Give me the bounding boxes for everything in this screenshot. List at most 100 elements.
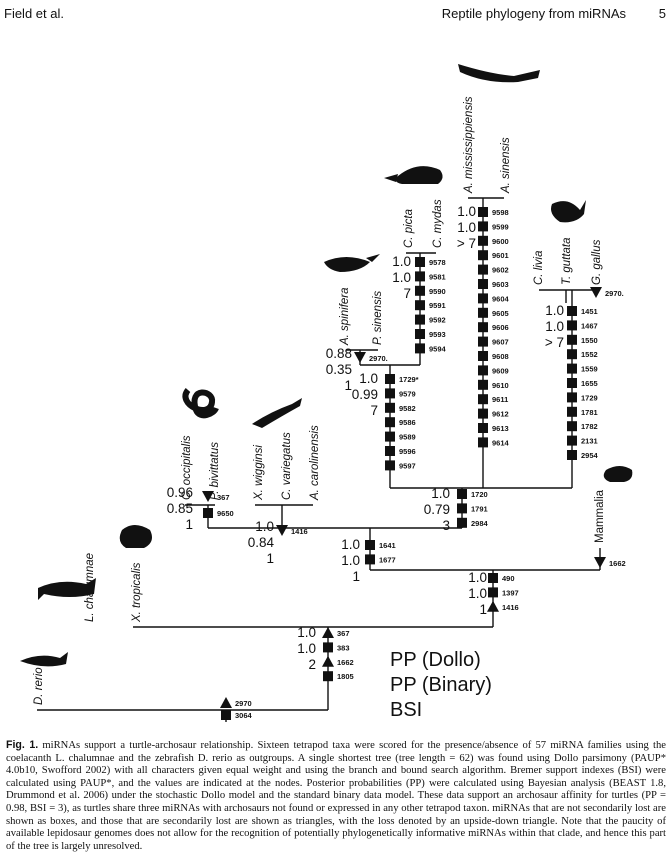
mirna-mark-cryptodira-2: 9590 — [415, 285, 446, 296]
mirna-mark-crocodylia-12: 9610 — [478, 379, 509, 390]
mirna-mark-cryptodira-4: 9592 — [415, 314, 446, 325]
mirna-id: 1397 — [502, 588, 519, 597]
mirna-box — [478, 250, 488, 261]
mirna-box — [385, 417, 395, 428]
mouse-silhouette — [603, 466, 633, 482]
support-aves-2: > 7 — [545, 335, 564, 350]
mirna-id: 9600 — [492, 237, 509, 246]
mirna-mark-crocodylia-16: 9614 — [478, 437, 510, 448]
mirna-box — [478, 394, 488, 405]
mirna-id: 9582 — [399, 404, 416, 413]
support-tetrapoda-2: 2 — [308, 657, 316, 672]
mirna-id: 9578 — [429, 258, 446, 267]
taxon-label-drerio: D. rerio — [33, 667, 45, 705]
mirna-box — [478, 279, 488, 289]
mirna-box — [567, 421, 577, 432]
mirna-mark-tetrapoda-3: 1805 — [323, 671, 354, 682]
mirna-box — [567, 320, 577, 331]
mirna-box — [488, 573, 498, 583]
mirna-box — [385, 446, 395, 456]
mirna-mark-testudines-6: 9597 — [385, 460, 416, 471]
mirna-box — [323, 642, 333, 653]
mirna-id: 2984 — [471, 519, 489, 528]
mirna-mark-snakes-1: 9650 — [203, 508, 234, 518]
mirna-id: 490 — [502, 574, 515, 583]
mirna-gain-triangle — [322, 627, 334, 638]
mirna-mark-aves-3: 1552 — [567, 349, 598, 360]
mirna-mark-aves-1: 1467 — [567, 320, 598, 331]
taxon-label-aspi: A. spinifera — [339, 287, 351, 346]
mirna-id: 9599 — [492, 222, 509, 231]
mirna-id: 9594 — [429, 344, 447, 353]
mirna-mark-crocodylia-14: 9612 — [478, 408, 509, 419]
mirna-id: 9602 — [492, 266, 509, 275]
mirna-id: 367 — [217, 493, 230, 502]
mirna-mark-aves-7: 1781 — [567, 406, 598, 417]
support-snakes-1: 0.85 — [167, 501, 193, 516]
mirna-mark-aves-2: 1550 — [567, 334, 598, 345]
mirna-id: 1662 — [337, 658, 354, 667]
support-softshell-2: 1 — [344, 378, 352, 393]
taxon-label-amis: A. mississippiensis — [463, 96, 475, 194]
mirna-id: 1662 — [609, 559, 626, 568]
mirna-id: 1782 — [581, 422, 598, 431]
mirna-box — [567, 334, 577, 345]
support-softshell-0: 0.88 — [326, 346, 352, 361]
mirna-box — [478, 235, 488, 246]
mirna-box — [415, 271, 425, 282]
mirna-id: 1451 — [581, 307, 598, 316]
taxon-label-acar: A. carolinensis — [309, 425, 321, 501]
legend-line-2: BSI — [390, 699, 422, 721]
mirna-id: 9609 — [492, 366, 509, 375]
support-archelosauria-0: 1.0 — [431, 486, 450, 501]
mirna-mark-testudines-1: 9579 — [385, 388, 416, 399]
zebrafish-silhouette — [20, 652, 68, 667]
mirna-mark-testudines-5: 9596 — [385, 446, 416, 456]
support-archelosauria-1: 0.79 — [424, 502, 450, 517]
mirna-mark-testudines-0: 1729* — [385, 374, 419, 384]
mirna-box — [415, 314, 425, 325]
support-reptilia-0: 1.0 — [341, 537, 360, 552]
mirna-id: 9612 — [492, 410, 509, 419]
mirna-id: 2970. — [605, 289, 624, 298]
mirna-id: 9592 — [429, 316, 446, 325]
mirna-mark-mammalia-0: 1662 — [594, 557, 626, 568]
mirna-mark-lepidosauria-0: 1416 — [276, 525, 308, 536]
taxon-label-cmyd: C. mydas — [432, 199, 444, 248]
mirna-box — [415, 300, 425, 311]
mirna-box — [478, 264, 488, 275]
mirna-mark-crocodylia-8: 9606 — [478, 322, 509, 333]
mirna-id: 9581 — [429, 272, 446, 281]
mirna-mark-amniota-1: 1397 — [488, 587, 519, 598]
mirna-id: 1416 — [502, 603, 519, 612]
mirna-box — [488, 587, 498, 598]
snake-silhouette — [182, 388, 219, 419]
mirna-box — [478, 293, 488, 304]
mirna-gain-triangle — [487, 600, 499, 612]
mirna-box — [567, 392, 577, 403]
taxon-label-psin: P. sinensis — [372, 291, 384, 345]
mirna-box — [385, 431, 395, 442]
support-snakes-0: 0.96 — [167, 485, 193, 500]
support-cryptodira-2: 7 — [403, 286, 411, 301]
frog-silhouette — [119, 525, 152, 548]
mirna-box — [385, 374, 395, 384]
mirna-id: 9596 — [399, 447, 416, 456]
support-aves-0: 1.0 — [545, 303, 564, 318]
mirna-mark-crocodylia-1: 9599 — [478, 221, 509, 232]
mirna-mark-crocodylia-3: 9601 — [478, 250, 509, 261]
taxon-label-asin: A. sinensis — [500, 137, 512, 194]
mirna-box — [567, 406, 577, 417]
legend-line-0: PP (Dollo) — [390, 649, 481, 671]
mirna-mark-snakes-0: 367 — [202, 491, 230, 502]
mirna-box — [478, 437, 488, 448]
taxon-label-mamm: Mammalia — [594, 489, 606, 543]
support-testudines-2: 7 — [370, 403, 378, 418]
mirna-mark-tetrapoda-0: 367 — [322, 627, 350, 638]
mirna-id: 9597 — [399, 461, 416, 470]
mirna-id: 9590 — [429, 287, 446, 296]
mirna-box — [478, 351, 488, 361]
mirna-mark-crocodylia-13: 9611 — [478, 394, 508, 405]
mirna-loss-triangle — [202, 491, 214, 502]
